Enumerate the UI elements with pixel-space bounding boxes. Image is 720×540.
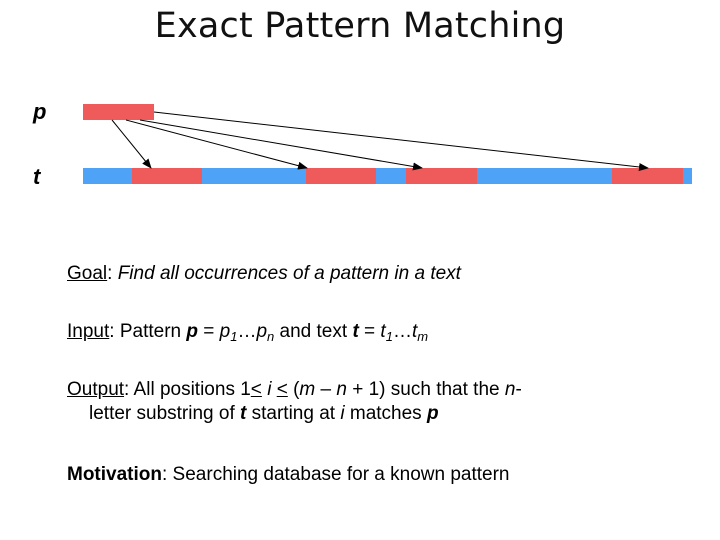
pattern-bar: [83, 104, 154, 120]
output-line2-a: letter substring of: [89, 403, 241, 424]
text-bar: [83, 168, 692, 184]
output-var-m: m: [299, 379, 316, 400]
match-arrow-1: [111, 119, 152, 169]
match-arrow-4: [153, 111, 649, 171]
output-block: Output: All positions 1< i < (m – n + 1)…: [67, 378, 687, 426]
match-arrow-3: [139, 119, 423, 171]
motivation-label: Motivation: [67, 464, 162, 485]
goal-line: Goal: Find all occurrences of a pattern …: [67, 262, 687, 286]
input-dots-2: …: [392, 321, 412, 342]
input-eq-1: =: [197, 321, 220, 342]
input-t1: t: [380, 321, 386, 342]
match-segment-4: [612, 168, 683, 184]
input-sub-1: 1: [230, 329, 238, 344]
output-var-t: t: [240, 403, 247, 424]
output-line2-b: starting at: [246, 403, 341, 424]
input-text-2: and text: [274, 321, 353, 342]
input-eq-2: =: [358, 321, 381, 342]
match-segment-2: [306, 168, 376, 184]
input-dots-1: …: [237, 321, 257, 342]
output-line-2: letter substring of t starting at i matc…: [67, 402, 687, 426]
output-var-p: p: [426, 403, 439, 424]
goal-text: Find all occurrences of a pattern in a t…: [117, 263, 461, 284]
output-line2-c: matches: [344, 403, 427, 424]
pattern-label: p: [33, 99, 47, 124]
output-label: Output: [67, 379, 125, 400]
input-var-p: p: [186, 321, 198, 342]
output-var-n: n: [336, 379, 347, 400]
output-text-5: –: [315, 379, 337, 400]
input-pn: p: [256, 321, 268, 342]
input-sub-n: n: [267, 329, 275, 344]
motivation-text: : Searching database for a known pattern: [162, 464, 510, 485]
slide-title: Exact Pattern Matching: [154, 6, 566, 46]
input-var-t: t: [352, 321, 359, 342]
input-tm: t: [411, 321, 418, 342]
text-label: t: [33, 164, 41, 189]
input-text-1: : Pattern: [109, 321, 187, 342]
output-var-i2: i: [340, 403, 345, 424]
input-p1: p: [219, 321, 231, 342]
input-label: Input: [67, 321, 110, 342]
output-text-7: -: [515, 379, 522, 400]
match-arrow-2: [125, 119, 308, 170]
output-var-n2: n: [504, 379, 516, 400]
input-line: Input: Pattern p = p1…pn and text t = t1…: [67, 320, 687, 345]
input-sub-t1: 1: [385, 329, 393, 344]
goal-label: Goal: [67, 263, 108, 284]
input-sub-m: m: [417, 329, 429, 344]
output-le-2: <: [276, 379, 288, 400]
match-segment-3: [406, 168, 477, 184]
match-segment-1: [132, 168, 202, 184]
output-le-1: <: [250, 379, 262, 400]
output-text-1: : All positions 1: [124, 379, 251, 400]
output-text-4: (: [287, 379, 300, 400]
goal-colon: :: [107, 263, 118, 284]
output-text-6: + 1) such that the: [346, 379, 505, 400]
motivation-line: Motivation: Searching database for a kno…: [67, 463, 687, 487]
output-var-i: i: [267, 379, 272, 400]
